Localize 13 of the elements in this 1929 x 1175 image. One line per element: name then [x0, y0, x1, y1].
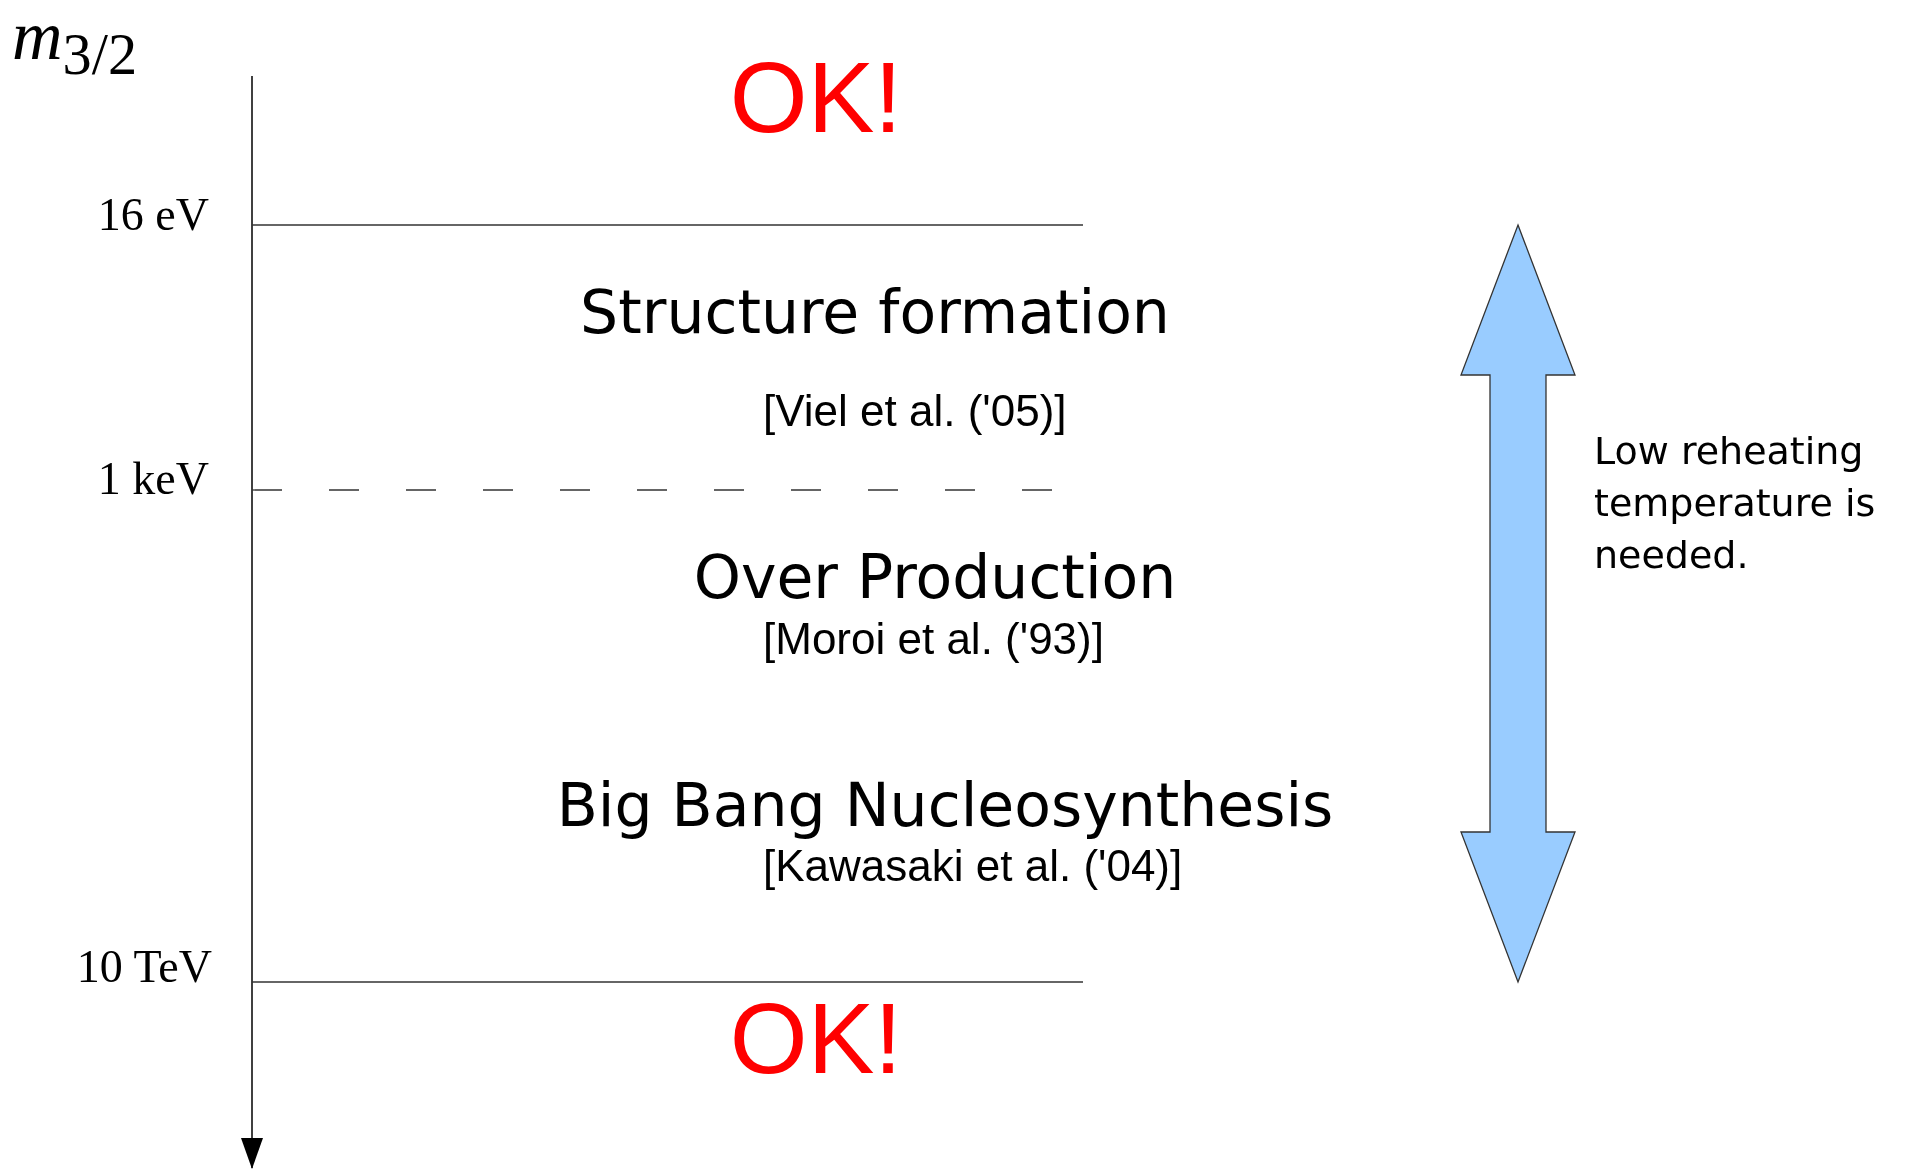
constraint-title: Over Production — [693, 543, 1177, 612]
note-text: Low reheating temperature is needed. — [1594, 428, 1877, 579]
constraint-title: Structure formation — [580, 278, 1170, 347]
constraint-title: Big Bang Nucleosynthesis — [556, 771, 1334, 840]
allowed-label: OK! — [729, 981, 903, 1096]
tick-label: 16 eV — [97, 189, 209, 242]
tick-label: 1 keV — [97, 453, 209, 506]
reference-text: [Moroi et al. ('93)] — [763, 614, 1104, 665]
axis-label: m$_{3/2}$ — [12, 0, 138, 89]
allowed-label: OK! — [729, 40, 903, 155]
tick-label: 10 TeV — [76, 941, 212, 994]
reference-text: [Kawasaki et al. ('04)] — [763, 841, 1183, 892]
reference-text: [Viel et al. ('05)] — [763, 386, 1067, 437]
